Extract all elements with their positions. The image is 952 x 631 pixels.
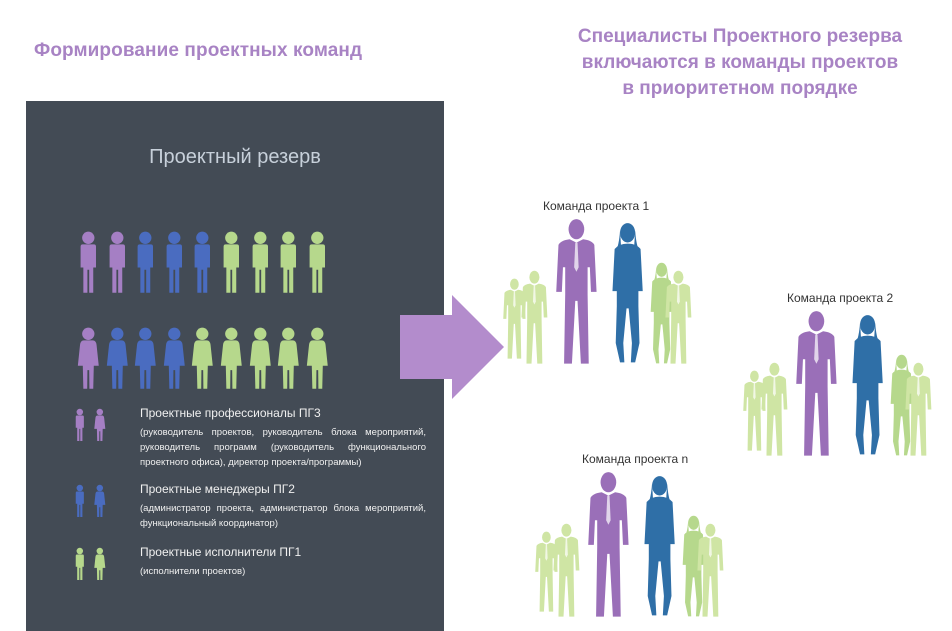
team-group-1 <box>503 219 692 364</box>
team-label-1: Команда проекта 1 <box>543 199 650 213</box>
section-title-right: Специалисты Проектного резерва включаютс… <box>560 24 920 102</box>
team-group-2 <box>743 311 932 456</box>
man-icon <box>309 231 325 293</box>
man-icon <box>80 231 96 293</box>
team-group-n <box>535 472 724 617</box>
woman-icon <box>278 327 299 389</box>
man-icon <box>223 231 239 293</box>
project-reserve-panel: Проектный резерв Проектные профессионалы… <box>26 101 444 631</box>
woman-icon <box>192 327 214 389</box>
pg2-people-icon <box>75 484 106 518</box>
woman-icon <box>249 327 271 389</box>
team-label-n: Команда проекта n <box>582 452 689 466</box>
pg1-people-icon <box>75 547 106 581</box>
title-right-line-1: Специалисты Проектного резерва <box>577 26 903 47</box>
legend-title-pg1: Проектные исполнители ПГ1 <box>140 545 302 559</box>
legend-title-pg2: Проектные менеджеры ПГ2 <box>140 482 295 496</box>
man-icon <box>280 231 297 293</box>
man-icon <box>166 231 182 293</box>
pg3-people-icon <box>75 408 106 442</box>
legend-desc-pg2: (администратор проекта, администратор бл… <box>140 503 426 529</box>
panel-title: Проектный резерв <box>149 146 321 168</box>
title-right-line-3: в приоритетном порядке <box>622 78 858 99</box>
man-icon <box>194 231 211 293</box>
women-icons-row <box>74 325 331 391</box>
legend-desc-pg1: (исполнители проектов) <box>140 566 246 577</box>
right-arrow-icon <box>400 295 504 399</box>
woman-icon <box>220 327 242 389</box>
men-icons-row <box>74 229 331 295</box>
title-right-line-2: включаются в команды проектов <box>581 52 899 73</box>
woman-icon <box>163 327 185 389</box>
woman-icon <box>106 327 128 389</box>
man-icon <box>137 231 154 293</box>
woman-icon <box>77 327 99 389</box>
legend-title-pg3: Проектные профессионалы ПГ3 <box>140 406 321 420</box>
man-icon <box>109 231 125 293</box>
team-label-2: Команда проекта 2 <box>787 291 894 305</box>
legend-desc-pg3: (руководитель проектов, руководитель бло… <box>140 427 426 468</box>
woman-icon <box>135 327 156 389</box>
woman-icon <box>306 327 328 389</box>
man-icon <box>252 231 268 293</box>
section-title-left: Формирование проектных команд <box>34 40 363 61</box>
